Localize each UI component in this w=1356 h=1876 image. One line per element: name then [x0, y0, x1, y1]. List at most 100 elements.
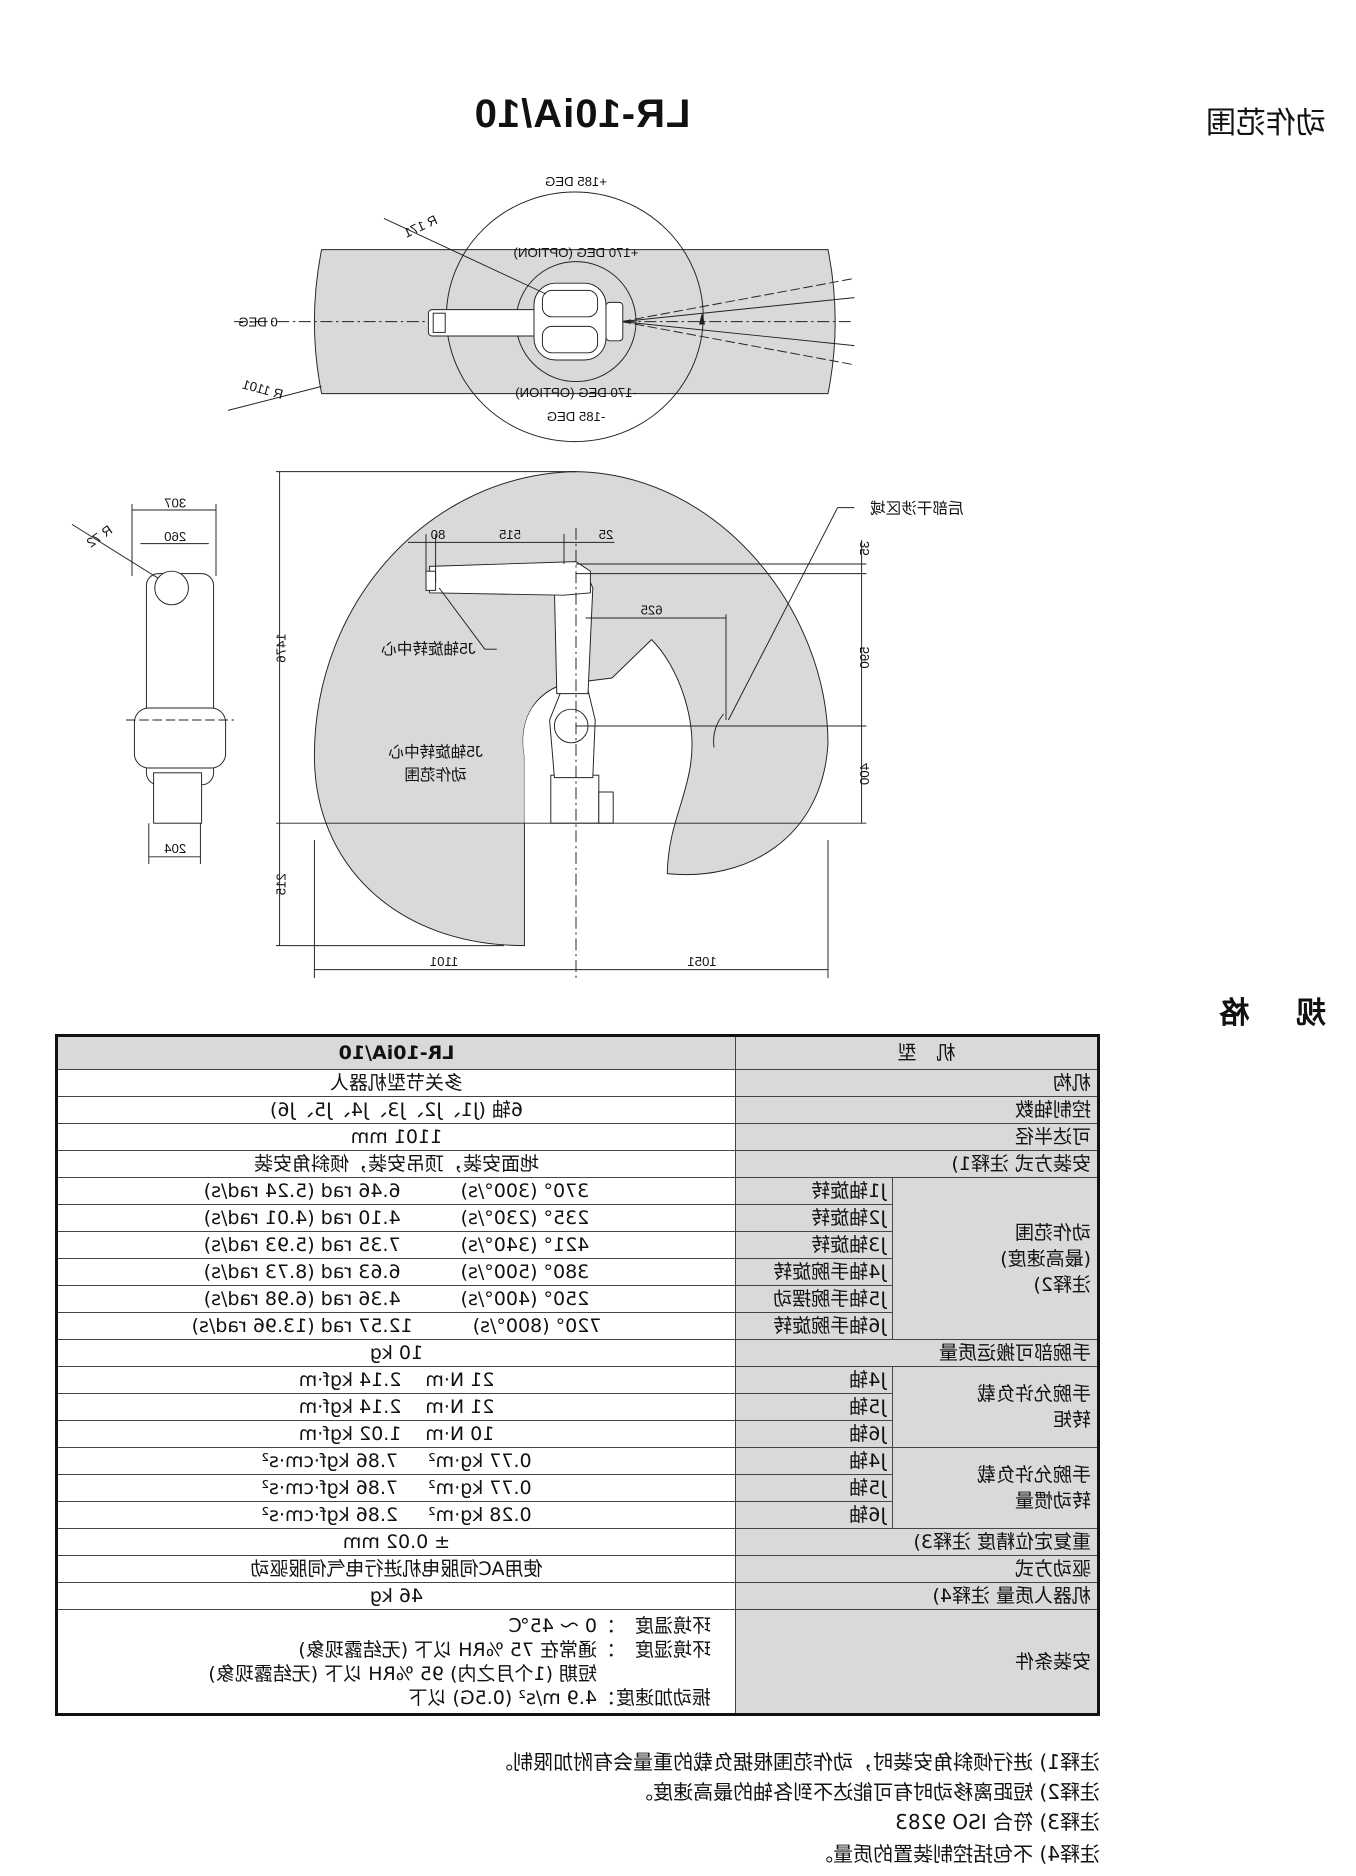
axis-label: J1轴旋转: [735, 1177, 893, 1205]
dim-400: 400: [857, 763, 872, 785]
dim-590: 590: [857, 647, 872, 669]
deg-value: 370° (300°/s): [460, 1180, 590, 1202]
row-value: 0.77 kg·m² 7.86 kgf·cm·s²: [56, 1447, 736, 1475]
row-value: ± 0.02 mm: [56, 1528, 736, 1556]
label-line: 动作范围: [1014, 1221, 1091, 1244]
row-label: 驱动方式: [735, 1555, 1099, 1583]
si-value: 10 N·m: [425, 1423, 495, 1445]
motion-range-drawing: +185 DEG +170 DEG (OPTION) -170 DEG (OPT…: [71, 174, 964, 979]
row-value: 46 kg: [56, 1582, 736, 1610]
si-value: 0.77 kg·m²: [428, 1477, 532, 1499]
note-2: 注释2) 短距离移动时有可能达不到各轴的最高速度。: [633, 1780, 1100, 1804]
header-model: LR-10iA/10: [56, 1035, 736, 1070]
front-view: [71, 504, 235, 865]
dim-1476: 1476: [274, 633, 289, 662]
table-row: 动作范围 (最高速度) 注释2) J1轴旋转 370° (300°/s) 6.46…: [56, 1177, 1099, 1340]
dim-515: 515: [499, 527, 521, 542]
row-value: 235° (230°/s)4.10 rad (4.01 rad/s): [56, 1204, 736, 1232]
axis-label: J2轴旋转: [735, 1204, 893, 1232]
label-j5-range-line2: 动作范围: [404, 766, 466, 784]
label-r1101: R 1101: [241, 377, 285, 402]
row-value: 10 N·m 1.02 kgf·m: [56, 1420, 736, 1448]
axis-label: J3轴旋转: [735, 1231, 893, 1259]
label-rear-interference-zone: 后部干涉区域: [870, 500, 964, 518]
row-value: 使用AC伺服电机进行电气伺服驱动: [56, 1555, 736, 1583]
label-line: (最高速度): [1000, 1247, 1091, 1270]
rad-value: 4.36 rad (6.98 rad/s): [203, 1288, 401, 1310]
row-label: 重复定位精度 注释3): [735, 1528, 1099, 1556]
axis-label: J4轴手腕旋转: [735, 1258, 893, 1286]
kgf-value: 7.86 kgf·cm·s²: [261, 1477, 399, 1499]
label-j5-range-line1: J5轴旋转中心: [388, 743, 483, 761]
rad-value: 6.46 rad (5.24 rad/s): [203, 1180, 401, 1202]
deg-value: 235° (230°/s): [460, 1207, 590, 1229]
rad-value: 12.57 rad (13.96 rad/s): [191, 1315, 413, 1337]
kgf-value: 1.02 kgf·m: [298, 1423, 402, 1445]
note-1: 注释1) 进行倾斜角安装时，动作范围根据负载的重量会有附加限制。: [493, 1750, 1100, 1774]
table-row: 手腕允许负载 转矩 J4轴 21 N·m 2.14 kgf·m: [56, 1366, 1099, 1448]
axis-label: J5轴: [735, 1474, 893, 1502]
env-line: 环境湿度 ：通常在 75 %RH 以下 (无结露现象): [298, 1638, 711, 1661]
axis-label: J6轴手腕旋转: [735, 1312, 893, 1340]
deg-value: 720° (800°/s): [472, 1315, 602, 1337]
dim-204: 204: [164, 841, 186, 856]
label-minus-170-deg-option: -170 DEG (OPTION): [515, 385, 637, 400]
row-label: 机构: [735, 1069, 1099, 1097]
row-label: 控制轴数: [735, 1096, 1099, 1124]
row-value: 10 kg: [56, 1339, 736, 1367]
row-label: 机器人质量 注释4): [735, 1582, 1099, 1610]
table-row: 手腕允许负载 转动惯量 J4轴 0.77 kg·m² 7.86 kgf·cm·s²: [56, 1447, 1099, 1529]
table-row: 机构 多关节型机器人: [56, 1069, 1099, 1097]
robot-base: [550, 774, 600, 824]
row-label: 手腕部可搬运质量: [735, 1339, 1099, 1367]
motion-range-label: 动作范围 (最高速度) 注释2): [892, 1177, 1099, 1340]
robot-forearm: [429, 561, 591, 596]
inertia-label: 手腕允许负载 转动惯量: [892, 1447, 1099, 1529]
env-line: 短期 (1个月之内) 95 %RH 以下 (无结露现象): [208, 1662, 711, 1685]
label-line: 转动惯量: [1014, 1490, 1091, 1512]
label-line: 转矩: [1052, 1409, 1091, 1431]
dim-35: 35: [857, 541, 872, 556]
label-r72: R 72: [84, 522, 115, 550]
environment-conditions: 环境温度 ：0 ～ 45℃ 环境湿度 ：通常在 75 %RH 以下 (无结露现象…: [56, 1609, 736, 1715]
row-label: 安装条件: [735, 1609, 1099, 1715]
row-label: 安装方式 注释1): [735, 1150, 1099, 1178]
dim-260: 260: [164, 529, 186, 544]
side-view: [276, 471, 867, 979]
table-row: 手腕部可搬运质量 10 kg: [56, 1339, 1099, 1367]
si-value: 0.77 kg·m²: [428, 1450, 532, 1472]
dim-80: 80: [431, 527, 446, 542]
row-value: 地面安装，顶吊安装，倾斜角安装: [56, 1150, 736, 1178]
table-header-row: 机型 LR-10iA/10: [56, 1035, 1099, 1070]
row-label: 可达半径: [735, 1123, 1099, 1151]
axis-label: J4轴: [735, 1366, 893, 1394]
torque-label: 手腕允许负载 转矩: [892, 1366, 1099, 1448]
note-3: 注释3) 符合 ISO 9283: [895, 1810, 1100, 1834]
row-value: 6轴 (J1、J2、J3、J4、J5、J6): [56, 1096, 736, 1124]
si-value: 21 N·m: [425, 1369, 495, 1391]
env-line: 振动加速度：4.9 m/s² (0.5G) 以下: [408, 1686, 711, 1709]
row-value: 370° (300°/s) 6.46 rad (5.24 rad/s): [56, 1177, 736, 1205]
kgf-value: 2.14 kgf·m: [298, 1369, 402, 1391]
kgf-value: 2.14 kgf·m: [298, 1396, 402, 1418]
kgf-value: 7.86 kgf·cm·s²: [261, 1450, 399, 1472]
axis-label: J4轴: [735, 1447, 893, 1475]
spec-table: 机型 LR-10iA/10 机构 多关节型机器人 控制轴数 6轴 (J1、J2、…: [54, 1034, 1100, 1716]
rad-value: 7.35 rad (5.93 rad/s): [203, 1234, 401, 1256]
row-value: 21 N·m 2.14 kgf·m: [56, 1393, 736, 1421]
axis-label: J6轴: [735, 1420, 893, 1448]
table-row: 可达半径 1101 mm: [56, 1123, 1099, 1151]
dim-307: 307: [164, 496, 186, 511]
deg-value: 250° (400°/s): [460, 1288, 590, 1310]
dim-1101: 1101: [430, 954, 458, 969]
label-j5-rotation-center: J5轴旋转中心: [381, 640, 476, 658]
row-value: 多关节型机器人: [56, 1069, 736, 1097]
label-plus-185-deg: +185 DEG: [545, 174, 607, 189]
note-4: 注释4) 不包括控制装置的质量。: [813, 1842, 1100, 1866]
label-line: 手腕允许负载: [976, 1383, 1091, 1405]
table-row: 重复定位精度 注释3) ± 0.02 mm: [56, 1528, 1099, 1556]
dim-1051: 1051: [687, 954, 716, 969]
row-value: 0.77 kg·m² 7.86 kgf·cm·s²: [56, 1474, 736, 1502]
si-value: 21 N·m: [425, 1396, 495, 1418]
